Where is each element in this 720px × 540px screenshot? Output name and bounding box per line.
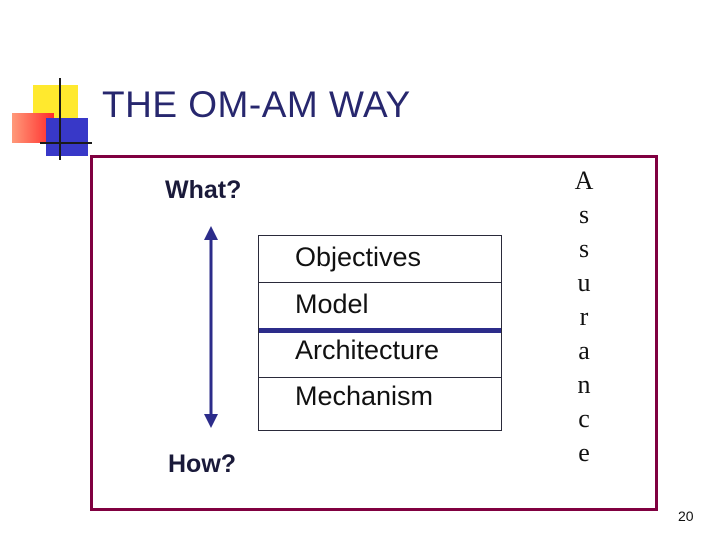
- assurance-letter: u: [577, 268, 591, 297]
- layer-divider-accent: [259, 328, 501, 333]
- assurance-letter: s: [578, 200, 590, 229]
- layer-objectives: Objectives: [295, 242, 422, 272]
- layer-divider: [259, 377, 501, 378]
- diagram-frame: [90, 155, 658, 511]
- layer-stack: Objectives Model Architecture Mechanism: [258, 235, 502, 431]
- slide-title: THE OM-AM WAY: [102, 84, 411, 125]
- how-label: How?: [168, 450, 237, 478]
- assurance-letter: s: [578, 234, 590, 263]
- double-arrow-icon: [204, 226, 218, 428]
- decor-horizontal-line: [40, 142, 92, 144]
- layer-architecture: Architecture: [295, 335, 440, 365]
- assurance-letter: c: [578, 404, 590, 433]
- assurance-letter: A: [574, 166, 594, 195]
- layer-divider: [259, 282, 501, 283]
- page-number: 20: [678, 508, 694, 524]
- assurance-letter: n: [577, 370, 591, 399]
- decor-vertical-line: [59, 78, 61, 160]
- what-label: What?: [165, 176, 242, 204]
- layer-mechanism: Mechanism: [295, 381, 434, 411]
- assurance-vertical-text: A s s u r a n c e: [560, 164, 608, 470]
- assurance-letter: e: [578, 438, 590, 467]
- assurance-letter: r: [579, 302, 589, 331]
- decor-blue-square: [46, 118, 88, 156]
- assurance-letter: a: [578, 336, 590, 365]
- layer-model: Model: [295, 289, 369, 319]
